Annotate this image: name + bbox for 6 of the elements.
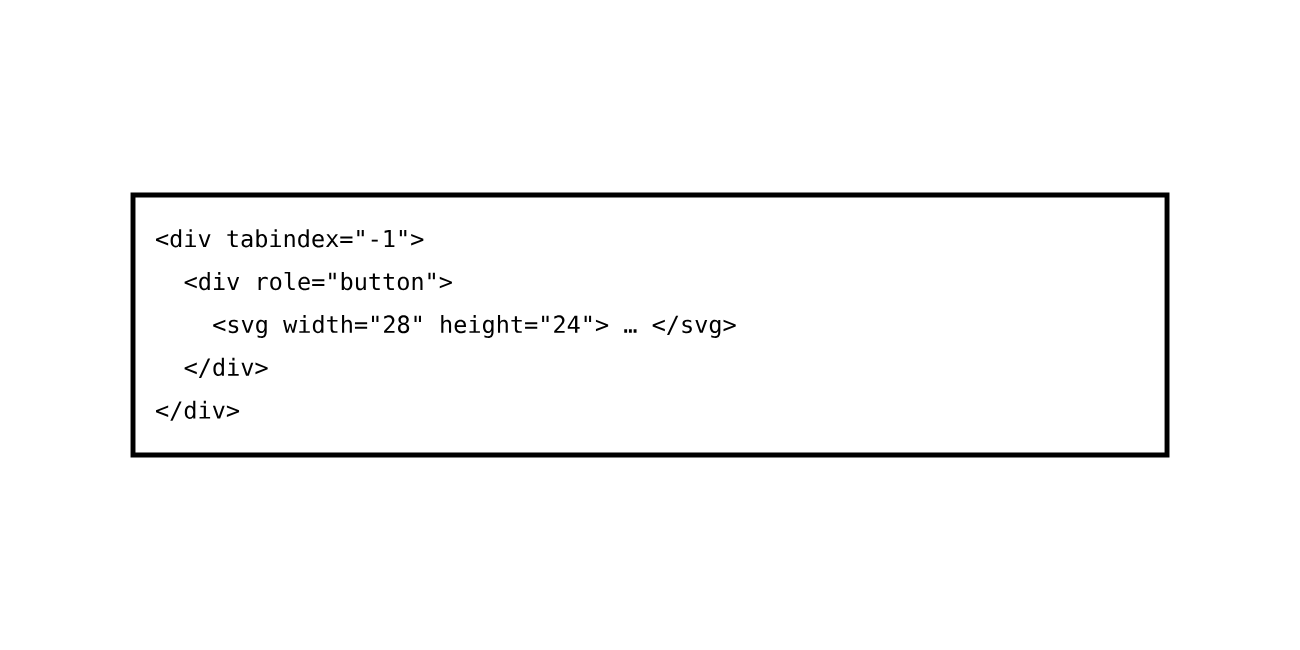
code-line: <svg width="28" height="24"> … </svg> — [213, 315, 736, 338]
code-line: </div> — [156, 400, 240, 421]
code-line: <div tabindex="-1"> — [156, 229, 424, 248]
code-line: </div> — [184, 357, 268, 378]
code-box — [130, 192, 1170, 458]
code-line: <div role="button"> — [184, 271, 452, 291]
